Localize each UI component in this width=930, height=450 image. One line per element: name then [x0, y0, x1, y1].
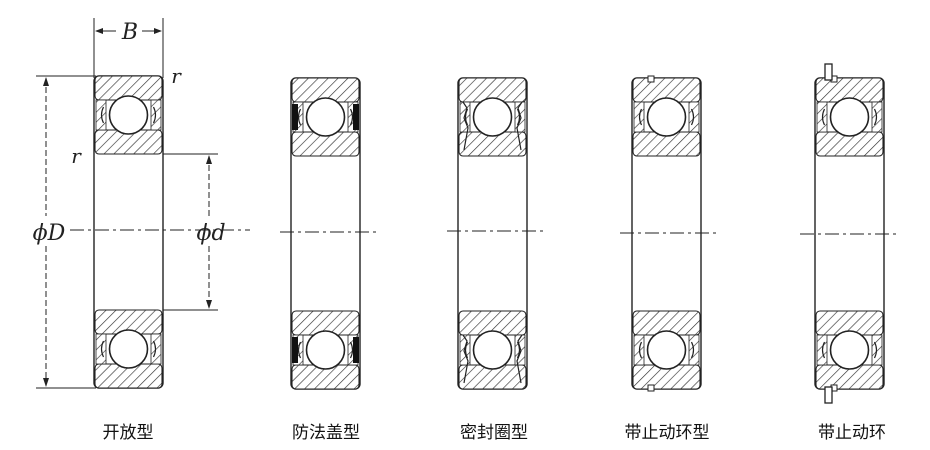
- outer-arrow-top: [43, 77, 49, 86]
- cage-left: [821, 341, 826, 359]
- shield-left: [292, 104, 298, 130]
- ball: [472, 97, 513, 137]
- cage-right: [152, 340, 157, 358]
- inner-diameter-label: ϕd: [196, 221, 225, 246]
- section-lower: [458, 310, 527, 390]
- cage-right: [873, 341, 878, 359]
- ball: [646, 97, 687, 137]
- snap-ring-top: [824, 63, 833, 81]
- bearing-groove: [620, 75, 720, 392]
- section-upper: [291, 77, 360, 157]
- caption-shield: 防法盖型: [292, 423, 360, 443]
- section-upper: [94, 75, 163, 155]
- ball: [472, 330, 513, 370]
- snap-ring-bottom: [824, 386, 833, 404]
- inner-arrow-bottom: [206, 300, 212, 309]
- ball: [829, 330, 870, 370]
- cage-right: [349, 341, 354, 359]
- bearings-layer: [70, 63, 898, 404]
- cage-right: [873, 108, 878, 126]
- caption-snap-ring: 带止动环: [818, 423, 886, 443]
- cage-left: [638, 108, 643, 126]
- cage-left: [297, 108, 302, 126]
- shield-right: [353, 104, 359, 130]
- cage-left: [100, 106, 105, 124]
- section-upper: [458, 77, 527, 157]
- ball: [829, 97, 870, 137]
- caption-open: 开放型: [102, 423, 154, 443]
- bearing-snap-ring: [800, 63, 898, 404]
- ball: [108, 329, 149, 369]
- width-label: B: [121, 20, 138, 45]
- groove-bottom: [647, 384, 655, 392]
- seal-right: [516, 334, 523, 384]
- width-arrow-left: [95, 28, 103, 34]
- cage-right: [690, 108, 695, 126]
- ball: [305, 330, 346, 370]
- width-arrow-right: [154, 28, 162, 34]
- cage-left: [100, 340, 105, 358]
- shield-left: [292, 337, 298, 363]
- bearing-seal: [447, 77, 545, 390]
- caption-groove: 带止动环型: [624, 423, 710, 443]
- shield-right: [353, 337, 359, 363]
- cage-left: [638, 341, 643, 359]
- ball: [108, 95, 149, 135]
- seal-left: [462, 334, 469, 384]
- cage-left: [297, 341, 302, 359]
- dimension-annotations: [36, 18, 218, 389]
- outer-arrow-bottom: [43, 378, 49, 387]
- cage-left: [821, 108, 826, 126]
- bearing-shield: [280, 77, 380, 390]
- fillet-label-side: r: [71, 144, 82, 168]
- seal-left: [462, 101, 469, 151]
- seal-right: [516, 101, 523, 151]
- caption-seal: 密封圈型: [460, 423, 528, 443]
- section-upper: [632, 77, 701, 157]
- section-lower: [815, 310, 884, 390]
- ball: [646, 330, 687, 370]
- cage-right: [690, 341, 695, 359]
- cage-right: [152, 106, 157, 124]
- fillet-label-top: r: [171, 64, 182, 88]
- section-lower: [94, 309, 163, 389]
- ball: [305, 97, 346, 137]
- inner-arrow-top: [206, 155, 212, 164]
- section-lower: [291, 310, 360, 390]
- bearing-open: [70, 75, 250, 389]
- section-upper: [815, 77, 884, 157]
- cage-right: [349, 108, 354, 126]
- groove-top: [647, 75, 655, 83]
- section-lower: [632, 310, 701, 390]
- outer-diameter-label: ϕD: [33, 221, 66, 246]
